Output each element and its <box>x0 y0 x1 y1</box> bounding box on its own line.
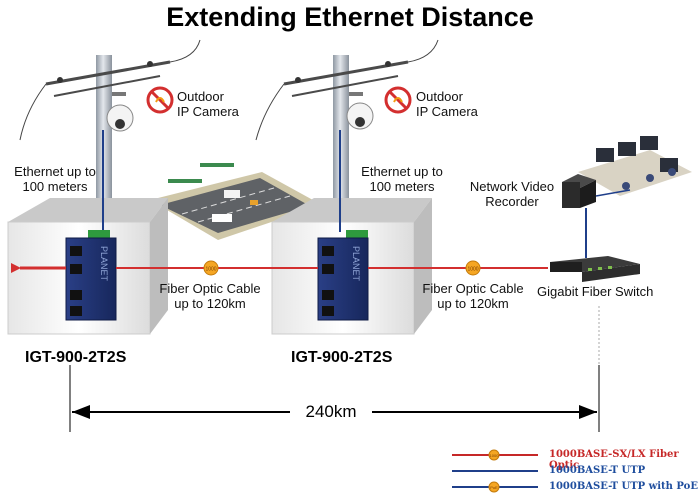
switch-device-left: PLANET <box>65 230 117 321</box>
ethernet-right-label-line2: 100 meters <box>369 178 435 194</box>
fiber-left-label-line2: up to 120km <box>174 295 246 311</box>
nvr-label: Network Video Recorder <box>462 179 562 209</box>
distance-label: 240km <box>305 402 357 421</box>
distance-indicator <box>69 306 600 432</box>
highway-image <box>150 163 322 240</box>
svg-text:1000: 1000 <box>467 267 478 273</box>
ethernet-left-label-line2: 100 meters <box>22 178 88 194</box>
fiber-right-label-line2: up to 120km <box>437 295 509 311</box>
fiber-left-label: Fiber Optic Cable up to 120km <box>150 281 270 311</box>
device-left-model: IGT-900-2T2S <box>25 349 127 366</box>
camera-right-label: Outdoor IP Camera <box>416 89 478 119</box>
legend-swatches: 1000 PoE <box>452 449 538 493</box>
camera-right-label-line2: IP Camera <box>416 103 478 119</box>
fiber-right-label-line1: Fiber Optic Cable <box>422 281 524 296</box>
camera-left-label-line2: IP Camera <box>177 103 239 119</box>
ethernet-left-label: Ethernet up to 100 meters <box>0 164 110 194</box>
camera-left-label-line1: Outdoor <box>177 89 224 104</box>
device-right-brand: PLANET <box>351 246 361 282</box>
svg-text:1000: 1000 <box>205 267 216 273</box>
diagram-title: Extending Ethernet Distance <box>166 2 534 32</box>
legend-utp-label: 1000BASE-T UTP <box>549 465 646 476</box>
device-right-model: IGT-900-2T2S <box>291 349 393 366</box>
fiber-switch-icon <box>550 256 640 282</box>
ethernet-left-label-line1: Ethernet up to <box>14 164 96 179</box>
device-left-brand: PLANET <box>99 246 109 282</box>
svg-text:PoE: PoE <box>490 485 498 490</box>
fiber-badge-right: 1000 <box>465 260 481 276</box>
no-sign-left-icon <box>146 86 174 114</box>
no-sign-right-icon <box>384 86 412 114</box>
svg-text:1000: 1000 <box>490 453 500 458</box>
nvr-icon <box>562 174 596 208</box>
fiber-right-label: Fiber Optic Cable up to 120km <box>413 281 533 311</box>
fiber-switch-label: Gigabit Fiber Switch <box>537 284 654 299</box>
workstation-cable <box>595 189 631 197</box>
control-room-image <box>578 136 692 196</box>
legend-poe-label: 1000BASE-T UTP with PoE <box>549 481 698 492</box>
ethernet-right-label-line1: Ethernet up to <box>361 164 443 179</box>
nvr-label-line2: Recorder <box>485 193 539 209</box>
nvr-label-line1: Network Video <box>469 179 555 194</box>
fiber-left-label-line1: Fiber Optic Cable <box>159 281 261 296</box>
switch-device-right: PLANET <box>317 230 369 321</box>
ethernet-right-label: Ethernet up to 100 meters <box>347 164 457 194</box>
camera-left-label: Outdoor IP Camera <box>177 89 239 119</box>
camera-left-icon <box>106 92 134 132</box>
legend-fiber-label: 1000BASE-SX/LX Fiber Optic <box>549 449 679 471</box>
camera-right-label-line1: Outdoor <box>416 89 463 104</box>
camera-right-icon <box>346 92 374 130</box>
fiber-badge-left: 1000 <box>203 260 219 276</box>
